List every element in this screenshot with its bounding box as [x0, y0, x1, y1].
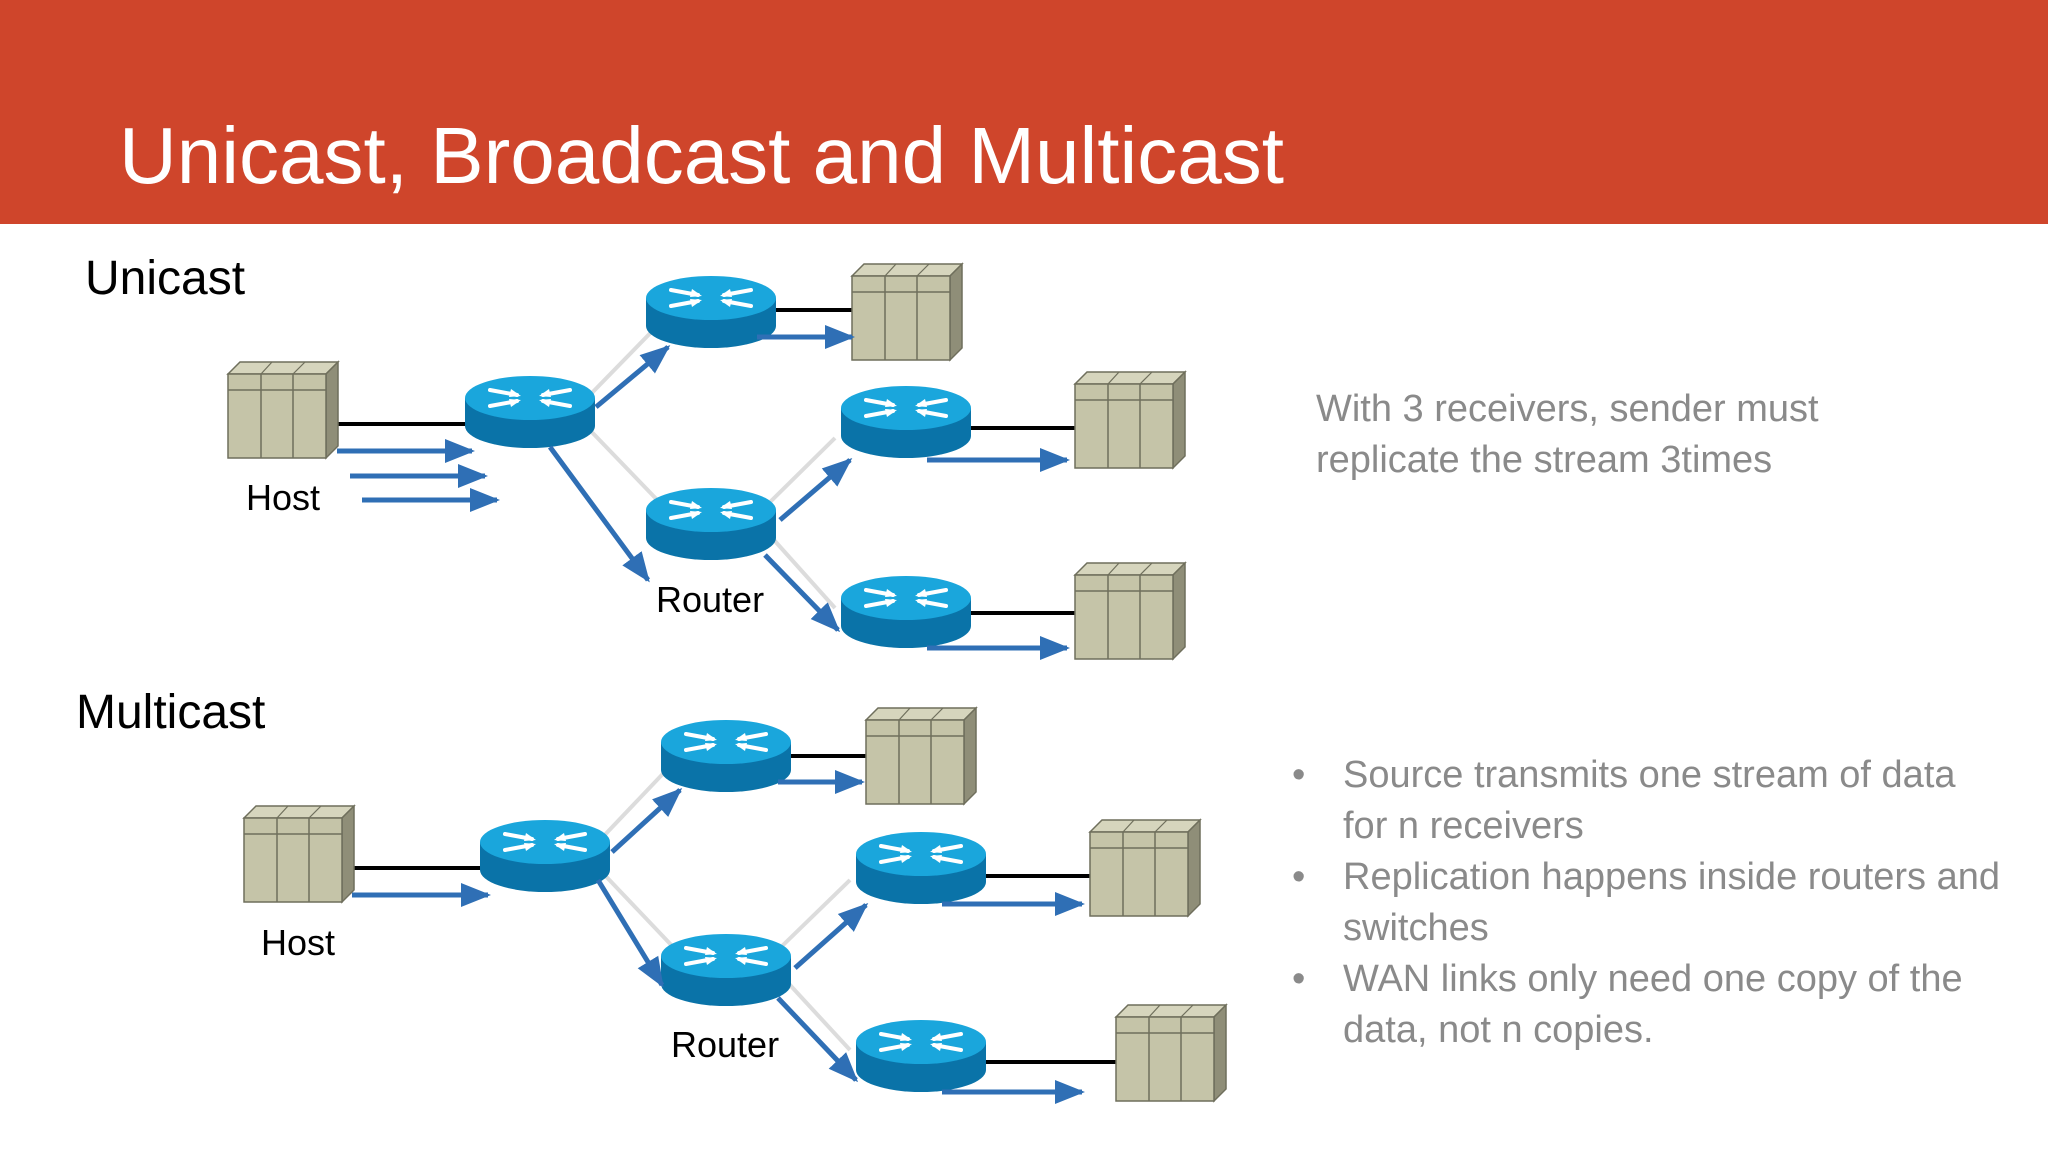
receiver-server-icon	[1115, 1004, 1227, 1102]
unicast-heading: Unicast	[85, 252, 246, 305]
router-icon	[478, 818, 612, 894]
router-icon	[644, 274, 778, 350]
flow-arrow-icon	[778, 458, 853, 522]
receiver-server-icon	[1074, 562, 1186, 660]
multicast-host-label: Host	[261, 922, 335, 963]
router-icon	[839, 384, 973, 460]
host-server-icon	[227, 361, 339, 459]
slide-title: Unicast, Broadcast and Multicast	[119, 111, 1284, 200]
host-server-icon	[243, 805, 355, 903]
flow-arrow-icon	[610, 787, 683, 854]
receiver-server-icon	[1074, 371, 1186, 469]
unicast-diagram	[227, 263, 1186, 660]
receiver-server-icon	[865, 707, 977, 805]
receiver-server-icon	[851, 263, 963, 361]
router-icon	[659, 932, 793, 1008]
receiver-server-icon	[1089, 819, 1201, 917]
bullet-item: Replication happens inside routers and s…	[1290, 852, 2010, 954]
bullet-item: WAN links only need one copy of the data…	[1290, 954, 2010, 1056]
unicast-router-label: Router	[656, 579, 764, 620]
flow-arrow-icon	[595, 878, 665, 988]
flow-arrow-icon	[793, 903, 869, 970]
flow-arrow-icon	[594, 345, 671, 409]
router-icon	[463, 374, 597, 450]
unicast-host-label: Host	[246, 477, 320, 518]
flow-arrow-icon	[547, 445, 651, 583]
router-icon	[854, 1018, 988, 1094]
title-bar	[0, 0, 2048, 224]
multicast-diagram	[243, 707, 1227, 1104]
router-icon	[854, 830, 988, 906]
router-icon	[659, 718, 793, 794]
multicast-heading: Multicast	[76, 686, 266, 739]
flow-arrow-icon	[763, 553, 841, 633]
multicast-router-label: Router	[671, 1024, 779, 1065]
router-icon	[839, 574, 973, 650]
flow-arrow-icon	[776, 996, 859, 1083]
unicast-note: With 3 receivers, sender must replicate …	[1316, 388, 1819, 481]
bullet-item: Source transmits one stream of data for …	[1290, 750, 2010, 852]
router-icon	[644, 486, 778, 562]
multicast-bullet-list: Source transmits one stream of data for …	[1290, 750, 2010, 1056]
